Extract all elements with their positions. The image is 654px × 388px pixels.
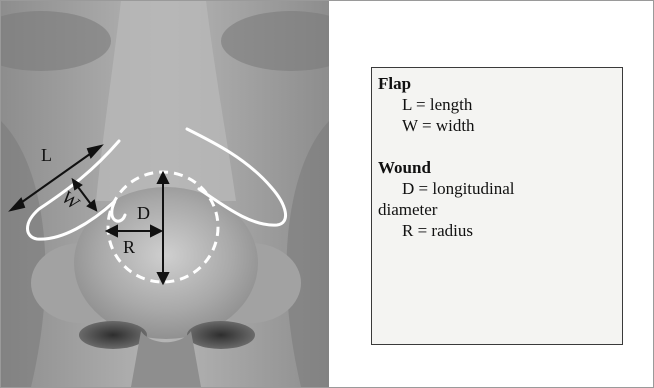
length-label: L	[41, 145, 52, 165]
length-definition: L = length	[378, 94, 616, 115]
legend-spacer	[378, 136, 616, 157]
diameter-definition-continued: diameter	[378, 199, 616, 220]
legend-box: Flap L = length W = width Wound D = long…	[371, 67, 623, 345]
nose-illustration: L W D R	[1, 1, 329, 387]
right-nostril	[187, 321, 255, 349]
radius-label: R	[123, 237, 135, 257]
diameter-definition: D = longitudinal	[378, 178, 616, 199]
flap-heading: Flap	[378, 73, 616, 94]
wound-heading: Wound	[378, 157, 616, 178]
nose-photo: L W D R	[1, 1, 329, 387]
left-nostril	[79, 321, 147, 349]
width-definition: W = width	[378, 115, 616, 136]
diameter-label: D	[137, 203, 150, 223]
radius-definition: R = radius	[378, 220, 616, 241]
